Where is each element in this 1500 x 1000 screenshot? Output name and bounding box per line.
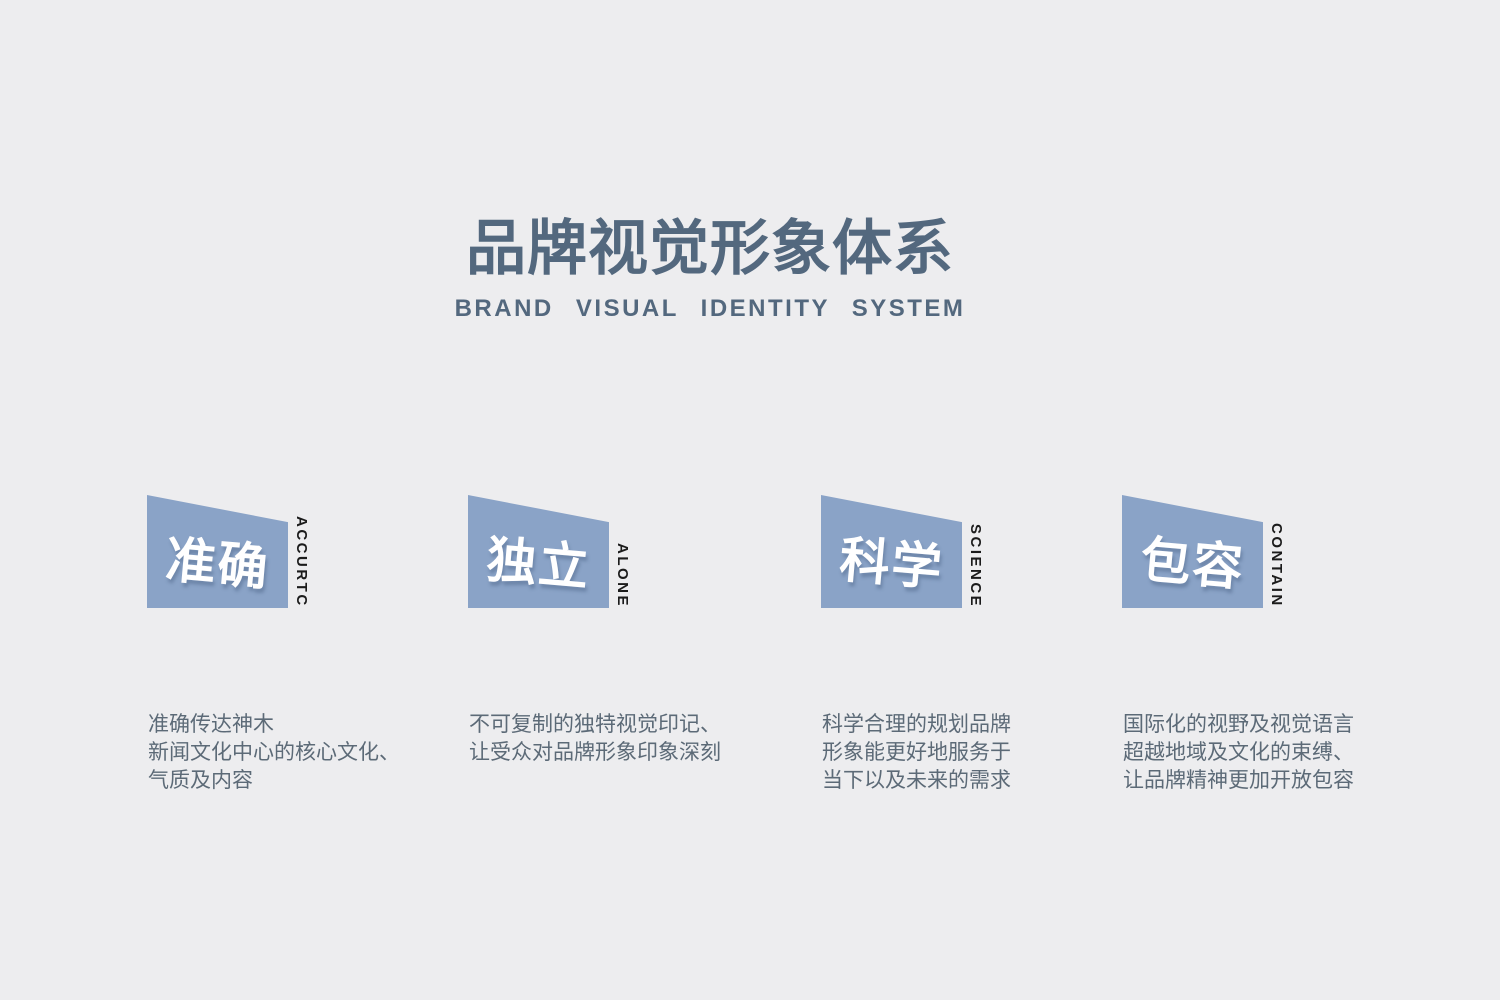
badge-label-en: SCIENCE [967,523,984,608]
badge-shape: 科学 [821,495,962,608]
page-subtitle: BRAND VISUAL IDENTITY SYSTEM [454,295,966,322]
badge-label-en: CONTAIN [1268,523,1285,608]
badge-shape: 包容 [1122,495,1263,608]
page-title: 品牌视觉形象体系 [466,215,954,282]
pillar-description: 国际化的视野及视觉语言 超越地域及文化的束缚、 让品牌精神更加开放包容 [1123,713,1354,792]
pillar-accurate: 准确 ACCURTC 准确传达神木 新闻文化中心的核心文化、 气质及内容 [147,495,467,805]
header: 品牌视觉形象体系 BRAND VISUAL IDENTITY SYSTEM [0,216,1420,323]
badge-label-en: ALONE [614,543,631,608]
badge-shape: 独立 [468,495,609,608]
pillar-description: 准确传达神木 新闻文化中心的核心文化、 气质及内容 [148,713,400,792]
pillar-alone: 独立 ALONE 不可复制的独特视觉印记、 让受众对品牌形象印象深刻 [468,495,788,805]
badge-label-zh: 独立 [483,531,593,596]
pillar-science: 科学 SCIENCE 科学合理的规划品牌 形象能更好地服务于 当下以及未来的需求 [821,495,1141,805]
pillar-description: 科学合理的规划品牌 形象能更好地服务于 当下以及未来的需求 [822,713,1011,792]
badge-label-zh: 包容 [1137,531,1247,596]
pillar-description: 不可复制的独特视觉印记、 让受众对品牌形象印象深刻 [469,713,721,764]
badge-label-zh: 准确 [162,531,272,596]
badge-shape: 准确 [147,495,288,608]
badge-label-en: ACCURTC [293,516,310,608]
badge-label-zh: 科学 [836,531,946,596]
pillar-contain: 包容 CONTAIN 国际化的视野及视觉语言 超越地域及文化的束缚、 让品牌精神… [1122,495,1442,805]
